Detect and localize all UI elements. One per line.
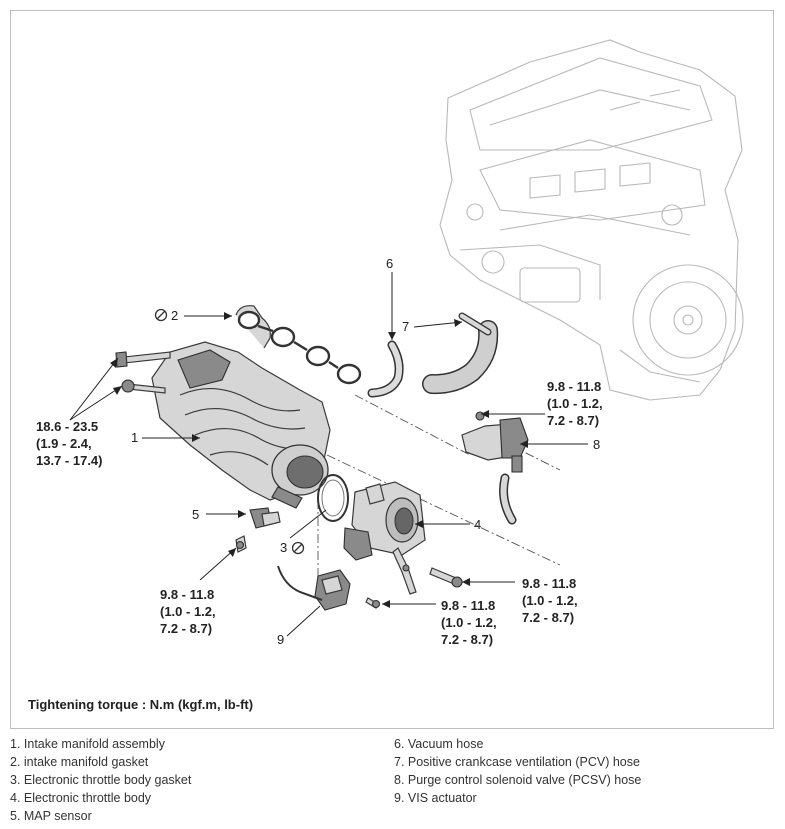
torque-line: 9.8 - 11.8 [441, 598, 495, 613]
legend-item: 4. Electronic throttle body [10, 791, 152, 805]
torque-line: 9.8 - 11.8 [522, 576, 576, 591]
pcv-hose [422, 312, 499, 395]
callout-5: 5 [192, 507, 199, 522]
vis-actuator [277, 565, 351, 611]
callout-6: 6 [386, 256, 393, 271]
parts-legend-left: 1. Intake manifold assembly 2. intake ma… [10, 735, 191, 825]
legend-item: 1. Intake manifold assembly [10, 737, 165, 751]
torque-line: 13.7 - 17.4) [36, 453, 103, 468]
torque-line: 7.2 - 8.7) [441, 632, 493, 647]
engine-block-outline [439, 39, 744, 401]
intake-manifold-gasket [235, 305, 362, 385]
legend-item: 6. Vacuum hose [394, 737, 484, 751]
pcsv-hose [461, 411, 529, 525]
torque-line: 7.2 - 8.7) [547, 413, 599, 428]
legend-item: 5. MAP sensor [10, 809, 92, 823]
torque-spec-pcsv: 9.8 - 11.8 (1.0 - 1.2, 7.2 - 8.7) [547, 379, 603, 428]
torque-specs: 18.6 - 23.5 (1.9 - 2.4, 13.7 - 17.4) 9.8… [36, 379, 603, 647]
legend-item: 3. Electronic throttle body gasket [10, 773, 192, 787]
torque-line: 18.6 - 23.5 [36, 419, 98, 434]
legend-item: 2. intake manifold gasket [10, 755, 149, 769]
parts-legend-right: 6. Vacuum hose 7. Positive crankcase ven… [394, 735, 641, 807]
torque-line: (1.0 - 1.2, [522, 593, 578, 608]
assembly-lines [317, 394, 561, 590]
torque-line: 9.8 - 11.8 [547, 379, 601, 394]
vacuum-hose [367, 340, 404, 398]
electronic-throttle-body [343, 481, 426, 595]
legend-item: 9. VIS actuator [394, 791, 477, 805]
torque-spec-throttle-body: 9.8 - 11.8 (1.0 - 1.2, 7.2 - 8.7) [522, 576, 578, 625]
no-reuse-icon [291, 541, 305, 555]
callout-9: 9 [277, 632, 284, 647]
callout-4: 4 [474, 517, 481, 532]
torque-line: 7.2 - 8.7) [160, 621, 212, 636]
callout-8: 8 [593, 437, 600, 452]
callout-1: 1 [131, 430, 138, 445]
torque-spec-map-sensor: 9.8 - 11.8 (1.0 - 1.2, 7.2 - 8.7) [160, 587, 216, 636]
torque-spec-vis-actuator: 9.8 - 11.8 (1.0 - 1.2, 7.2 - 8.7) [441, 598, 497, 647]
torque-line: (1.0 - 1.2, [547, 396, 603, 411]
map-sensor [235, 507, 281, 553]
torque-line: 9.8 - 11.8 [160, 587, 214, 602]
throttle-body-gasket [317, 474, 349, 522]
manifold-bolts [115, 351, 171, 394]
torque-units-caption: Tightening torque : N.m (kgf.m, lb-ft) [28, 697, 254, 712]
throttle-body-bolts [365, 567, 463, 609]
intake-manifold-assembly [151, 341, 331, 509]
legend-item: 8. Purge control solenoid valve (PCSV) h… [394, 773, 642, 787]
callout-labels: 1 2 3 4 5 6 7 8 9 [131, 256, 600, 647]
torque-spec-manifold-bolts: 18.6 - 23.5 (1.9 - 2.4, 13.7 - 17.4) [36, 419, 103, 468]
no-reuse-icon [154, 308, 168, 322]
callout-7: 7 [402, 319, 409, 334]
arrowheads [110, 312, 528, 608]
torque-line: (1.0 - 1.2, [441, 615, 497, 630]
no-reuse-icons [154, 308, 305, 555]
callout-2: 2 [171, 308, 178, 323]
torque-line: (1.9 - 2.4, [36, 436, 92, 451]
torque-line: (1.0 - 1.2, [160, 604, 216, 619]
legend-item: 7. Positive crankcase ventilation (PCV) … [394, 755, 640, 769]
callout-3: 3 [280, 540, 287, 555]
torque-line: 7.2 - 8.7) [522, 610, 574, 625]
